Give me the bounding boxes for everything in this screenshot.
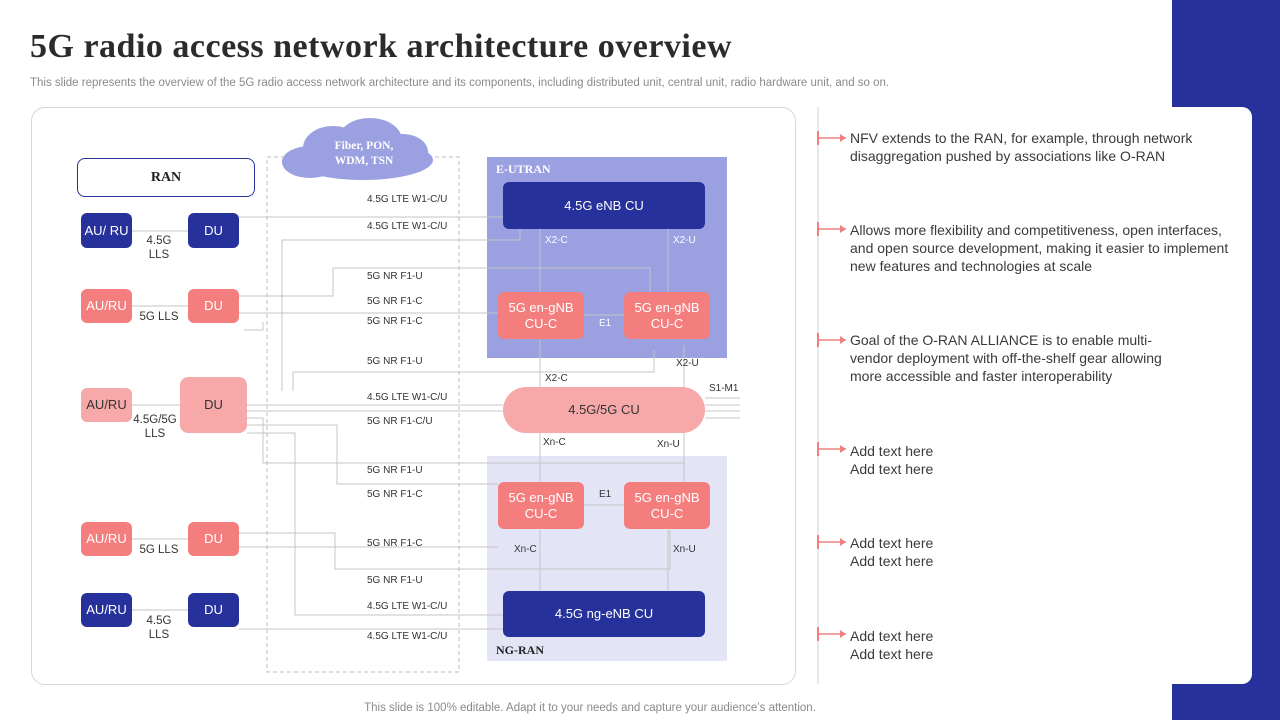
au-ru-box-2: AU/RU bbox=[81, 289, 132, 323]
au-ru-box-1: AU/ RU bbox=[81, 213, 132, 248]
cloud-shape bbox=[282, 118, 433, 180]
enb-cu-box: 4.5G eNB CU bbox=[503, 182, 705, 229]
page-title: 5G radio access network architecture ove… bbox=[30, 28, 733, 65]
interface-label: 4.5G LTE W1-C/U bbox=[367, 631, 448, 642]
interface-label: 5G NR F1-C bbox=[367, 316, 423, 327]
notes-panel bbox=[808, 107, 1252, 684]
du-box-2: DU bbox=[188, 289, 239, 323]
link-label: E1 bbox=[599, 318, 612, 329]
au-ru-box-5: AU/RU bbox=[81, 593, 132, 627]
central-cu-box: 4.5G/5G CU bbox=[503, 387, 705, 433]
link-label: Xn-C bbox=[514, 544, 537, 555]
bullet-text-4: Add text here Add text here bbox=[850, 443, 934, 477]
link-label: X2-U bbox=[673, 235, 696, 246]
interface-label: 5G NR F1-C bbox=[367, 489, 423, 500]
en-gnb-cu-box-1: 5G en-gNB CU-C bbox=[498, 292, 584, 339]
au-ru-box-4: AU/RU bbox=[81, 522, 132, 556]
du-box-4: DU bbox=[188, 522, 239, 556]
ng-enb-cu-box: 4.5G ng-eNB CU bbox=[503, 591, 705, 637]
en-gnb-cu-box-4: 5G en-gNB CU-C bbox=[624, 482, 710, 529]
du-box-1: DU bbox=[188, 213, 239, 248]
interface-label: 5G NR F1-C bbox=[367, 296, 423, 307]
arrow-marker-icon bbox=[817, 222, 846, 236]
lls-label-1: 4.5G LLS bbox=[146, 235, 172, 261]
page-subtitle: This slide represents the overview of th… bbox=[30, 77, 890, 89]
interface-label: 5G NR F1-U bbox=[367, 271, 423, 282]
interface-label: 4.5G LTE W1-C/U bbox=[367, 194, 448, 205]
interface-label: 4.5G LTE W1-C/U bbox=[367, 221, 448, 232]
au-ru-box-3: AU/RU bbox=[81, 388, 132, 422]
interface-label: 4.5G LTE W1-C/U bbox=[367, 392, 448, 403]
arrow-marker-icon bbox=[817, 535, 846, 549]
en-gnb-cu-box-3: 5G en-gNB CU-C bbox=[498, 482, 584, 529]
bullet-text-2: Allows more flexibility and competitiven… bbox=[850, 222, 1229, 274]
transport-column bbox=[266, 156, 460, 673]
link-label: E1 bbox=[599, 489, 612, 500]
lls-label-4: 5G LLS bbox=[139, 544, 179, 556]
link-label: Xn-U bbox=[657, 439, 680, 450]
ran-header: RAN bbox=[77, 158, 255, 197]
interface-label: 5G NR F1-U bbox=[367, 356, 423, 367]
du-box-3: DU bbox=[180, 377, 247, 433]
ngran-title: NG-RAN bbox=[496, 643, 544, 657]
link-label: X2-C bbox=[545, 373, 568, 384]
link-label: X2-C bbox=[545, 235, 568, 246]
arrow-marker-icon bbox=[817, 627, 846, 641]
eutran-title: E-UTRAN bbox=[496, 162, 551, 176]
du-box-5: DU bbox=[188, 593, 239, 627]
interface-label: 5G NR F1-U bbox=[367, 575, 423, 586]
cloud-label: Fiber, PON, WDM, TSN bbox=[334, 140, 394, 167]
arrow-marker-icon bbox=[817, 442, 846, 456]
link-label: X2-U bbox=[676, 358, 699, 369]
lls-label-3: 4.5G/5G LLS bbox=[133, 414, 177, 440]
link-label: Xn-U bbox=[673, 544, 696, 555]
arrow-marker-icon bbox=[817, 131, 846, 145]
bullet-text-3: Goal of the O-RAN ALLIANCE is to enable … bbox=[850, 332, 1162, 384]
lls-label-2: 5G LLS bbox=[139, 311, 179, 323]
interface-label: 4.5G LTE W1-C/U bbox=[367, 601, 448, 612]
lls-label-5: 4.5G LLS bbox=[146, 615, 172, 641]
bullet-text-6: Add text here Add text here bbox=[850, 628, 934, 662]
en-gnb-cu-box-2: 5G en-gNB CU-C bbox=[624, 292, 710, 339]
interface-label: 5G NR F1-C/U bbox=[367, 416, 433, 427]
arrow-marker-icon bbox=[817, 333, 846, 347]
footer-note: This slide is 100% editable. Adapt it to… bbox=[364, 702, 816, 714]
interface-label: 5G NR F1-C bbox=[367, 538, 423, 549]
bullet-text-5: Add text here Add text here bbox=[850, 535, 934, 569]
interface-label: 5G NR F1-U bbox=[367, 465, 423, 476]
bullet-text-1: NFV extends to the RAN, for example, thr… bbox=[850, 130, 1193, 164]
link-label: S1-M1 bbox=[709, 383, 739, 394]
link-label: Xn-C bbox=[543, 437, 566, 448]
